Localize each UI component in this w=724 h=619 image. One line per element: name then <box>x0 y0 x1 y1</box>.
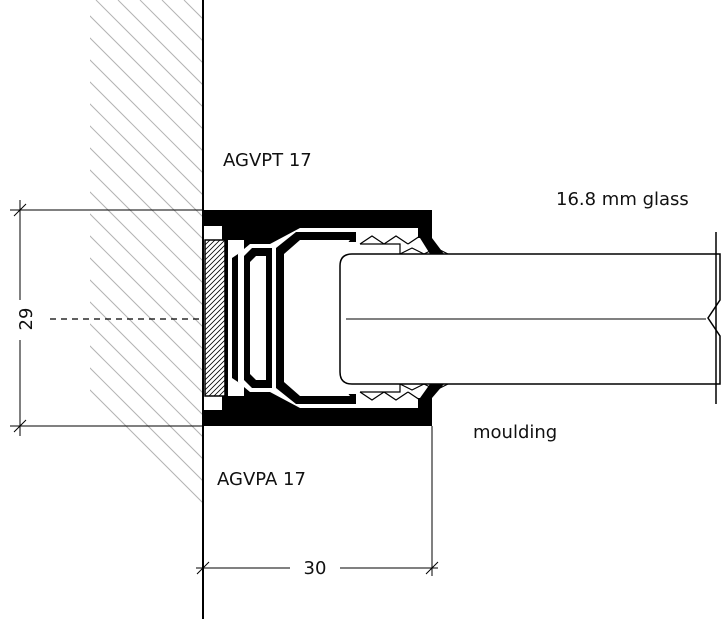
profile-middle-leg-inner <box>250 256 266 380</box>
profile-web-cavity <box>228 240 244 396</box>
pad-hatch-line <box>205 274 225 296</box>
pad-hatch-line <box>205 299 225 321</box>
pad-hatch-line <box>208 379 225 396</box>
pad-hatch-line <box>205 259 225 281</box>
dimension-height-label: 29 <box>16 308 37 331</box>
pad-hatch-line <box>205 254 225 276</box>
pad-hatch-line <box>205 430 225 450</box>
nub-bottom <box>226 406 238 416</box>
pad-hatch-line <box>205 240 216 251</box>
pad-hatch-line <box>205 294 225 316</box>
wall-hatch-line <box>90 15 203 130</box>
pad-hatch-line <box>205 175 225 195</box>
pad-hatch-line <box>205 150 225 170</box>
pad-hatch-line <box>205 244 225 266</box>
dimension-horizontal <box>196 426 439 576</box>
pad-hatch-line <box>205 240 221 256</box>
label-moulding: moulding <box>473 422 557 443</box>
pad-hatch-line <box>205 369 225 391</box>
wall-hatch-line <box>90 59 203 174</box>
pad-hatch-line <box>205 284 225 306</box>
wall-hatch-line <box>90 235 203 350</box>
pad-hatch-line <box>205 334 225 356</box>
nub-top <box>226 220 238 230</box>
pad-hatch-line <box>205 314 225 336</box>
pad-hatch-line <box>213 384 225 396</box>
pad-hatch-line <box>205 425 225 445</box>
dimension-vertical <box>10 200 203 436</box>
pad-hatch-line <box>205 304 225 326</box>
pad-hatch-line <box>205 319 225 341</box>
pad-hatch-line <box>205 140 225 160</box>
pad-hatch-line <box>205 354 225 376</box>
glazing-channel-inner <box>284 240 350 396</box>
pad-hatch-line <box>205 339 225 361</box>
wall-hatch-line <box>95 0 203 108</box>
pad-hatch-line <box>205 359 225 381</box>
pad-hatch-line <box>205 435 225 455</box>
wall-hatch-line <box>90 37 203 152</box>
wall-hatch-line <box>90 301 203 416</box>
label-bottom-profile: AGVPA 17 <box>217 469 306 490</box>
pad-hatch-line <box>205 264 225 286</box>
pad-hatch-line <box>218 389 225 396</box>
moulding-lip-bottom <box>420 384 444 398</box>
wall-hatch-line <box>90 279 203 394</box>
wall-hatch-line <box>90 81 203 196</box>
pad-hatch-line <box>205 170 225 190</box>
pad-hatch-line <box>205 145 225 165</box>
pad-hatch-line <box>205 289 225 311</box>
pad-hatch-line <box>205 269 225 291</box>
wall-hatch-line <box>90 257 203 372</box>
pad-hatch-line <box>205 374 225 396</box>
pad-hatch-line <box>205 309 225 331</box>
pad-hatch-line <box>205 190 225 210</box>
spacer-pad-hatching <box>205 140 225 455</box>
pad-hatch-line <box>205 165 225 185</box>
pad-hatch-line <box>205 240 211 246</box>
pad-hatch-line <box>205 185 225 205</box>
pad-hatch-line <box>205 364 225 386</box>
pad-hatch-line <box>205 180 225 200</box>
pad-hatch-line <box>205 160 225 180</box>
pad-hatch-line <box>205 249 225 271</box>
profile-top-flange <box>203 210 432 244</box>
pad-hatch-line <box>205 279 225 301</box>
pad-hatch-line <box>205 155 225 175</box>
pad-hatch-line <box>205 324 225 346</box>
wall-hatch-line <box>90 213 203 328</box>
moulding-lip-top <box>420 238 444 254</box>
dimension-depth-label: 30 <box>304 558 327 579</box>
pad-hatch-line <box>205 240 225 261</box>
pad-hatch-line <box>205 349 225 371</box>
profile-bottom-flange <box>203 392 432 426</box>
pad-hatch-line <box>205 329 225 351</box>
pad-hatch-line <box>205 344 225 366</box>
label-glass: 16.8 mm glass <box>556 189 689 210</box>
label-top-profile: AGVPT 17 <box>223 150 312 171</box>
